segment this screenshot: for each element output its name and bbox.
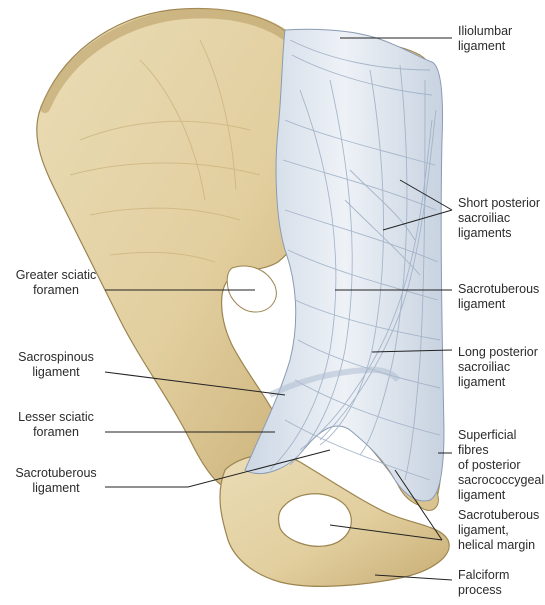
leader-sacrotuberous-left — [105, 449, 331, 488]
foramen-opening — [278, 493, 352, 547]
leader-long-posterior — [371, 349, 453, 353]
label-short-posterior-sacroiliac: Short posterior sacroiliac ligaments — [458, 196, 540, 240]
ligament-fibres — [269, 39, 441, 481]
sacrospinous-band — [268, 366, 401, 398]
label-long-posterior-sacroiliac: Long posterior sacroiliac ligament — [458, 345, 538, 389]
leader-lines — [104, 37, 453, 581]
label-superficial-fibres: Superficial fibres of posterior sacrococ… — [458, 428, 545, 502]
label-sacrospinous-ligament: Sacrospinous ligament — [18, 350, 94, 379]
leader-helical-1 — [329, 524, 443, 541]
leader-sacrospinous — [104, 371, 286, 396]
label-iliolumbar-ligament: Iliolumbar ligament — [458, 24, 513, 53]
leader-short-posterior-2 — [382, 209, 453, 231]
label-greater-sciatic-foramen: Greater sciatic foramen — [15, 268, 97, 297]
label-sacrotuberous-helical-margin: Sacrotuberous ligament, helical margin — [458, 508, 540, 552]
greater-sciatic-gap — [226, 265, 277, 313]
label-falciform-process: Falciform process — [458, 568, 510, 597]
label-sacrotuberous-ligament-right: Sacrotuberous ligament — [458, 282, 540, 311]
label-lesser-sciatic-foramen: Lesser sciatic foramen — [18, 410, 94, 439]
leader-helical-2 — [394, 469, 443, 541]
leader-falciform — [374, 574, 453, 581]
bone-texture — [69, 39, 261, 263]
leader-short-posterior-1 — [399, 179, 453, 211]
label-sacrotuberous-ligament-left: Sacrotuberous ligament — [15, 466, 97, 495]
